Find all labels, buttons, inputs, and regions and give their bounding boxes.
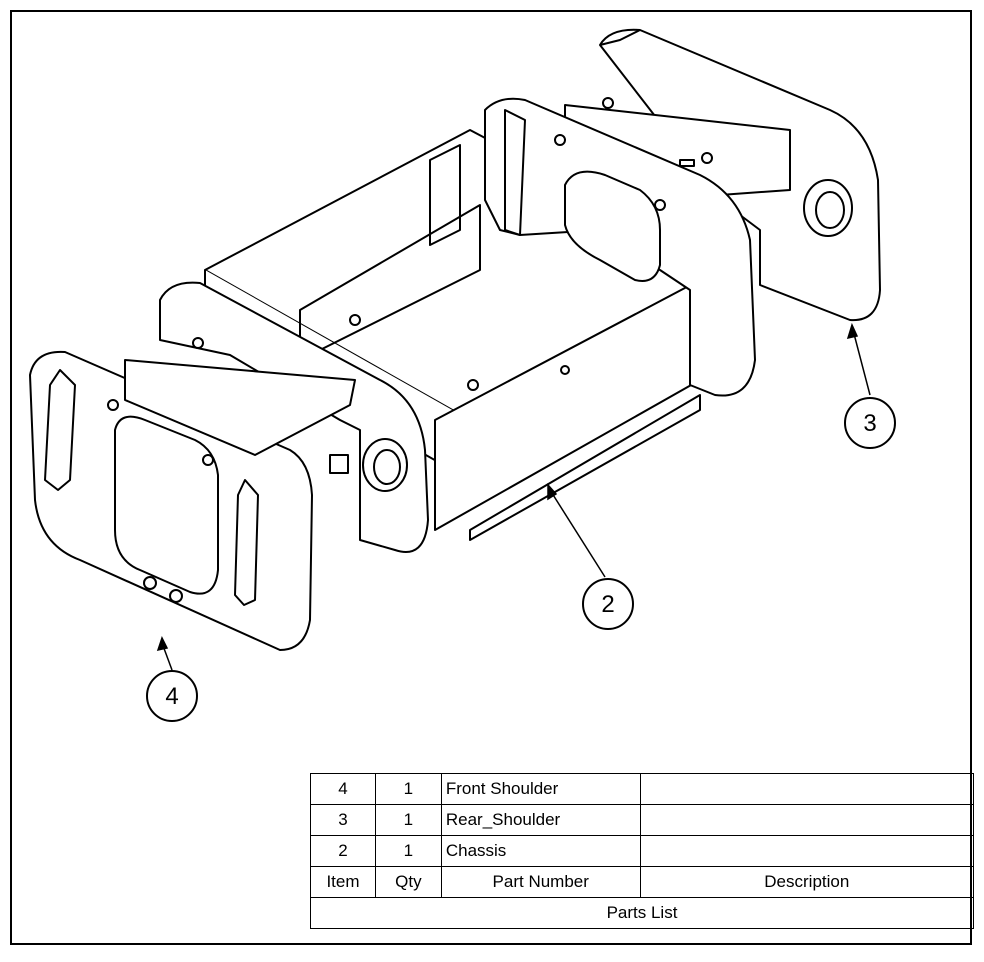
title-row: Parts List	[310, 897, 974, 929]
item-cell: 2	[310, 835, 376, 867]
table-row: 2 1 Chassis	[310, 835, 975, 867]
part-number-cell: Rear_Shoulder	[440, 804, 641, 836]
arrowhead-3	[846, 322, 859, 340]
description-cell	[639, 835, 975, 867]
balloon-4: 4	[146, 670, 198, 722]
header-row: Item Qty Part Number Description	[310, 866, 975, 898]
table-row: 3 1 Rear_Shoulder	[310, 804, 975, 836]
parts-list-title: Parts List	[310, 897, 974, 929]
left-bulkhead	[159, 281, 429, 553]
balloon-3: 3	[844, 397, 896, 449]
qty-cell: 1	[374, 835, 442, 867]
description-cell	[639, 773, 975, 805]
middle-bulkhead	[484, 97, 756, 397]
item-cell: 3	[310, 804, 376, 836]
header-qty: Qty	[374, 866, 442, 898]
arrowhead-4	[156, 636, 169, 652]
header-item: Item	[310, 866, 376, 898]
balloon-4-label: 4	[165, 683, 178, 710]
leader-line-3	[852, 329, 871, 396]
arrowhead-2	[547, 483, 558, 501]
item-cell: 4	[310, 773, 376, 805]
balloon-2: 2	[582, 578, 634, 630]
leader-lines	[156, 322, 871, 671]
description-cell	[639, 804, 975, 836]
qty-cell: 1	[374, 804, 442, 836]
qty-cell: 1	[374, 773, 442, 805]
front-shoulder-part	[29, 337, 356, 651]
header-part-number: Part Number	[440, 866, 641, 898]
drawing-border	[10, 10, 972, 945]
part-number-cell: Chassis	[440, 835, 641, 867]
balloon-3-label: 3	[863, 410, 876, 437]
header-description: Description	[639, 866, 975, 898]
part-number-cell: Front Shoulder	[440, 773, 641, 805]
parts-list-table: 4 1 Front Shoulder 3 1 Rear_Shoulder 2 1…	[310, 773, 975, 929]
balloon-2-label: 2	[601, 591, 614, 618]
table-row: 4 1 Front Shoulder	[310, 773, 975, 805]
leader-line-2	[549, 489, 606, 578]
